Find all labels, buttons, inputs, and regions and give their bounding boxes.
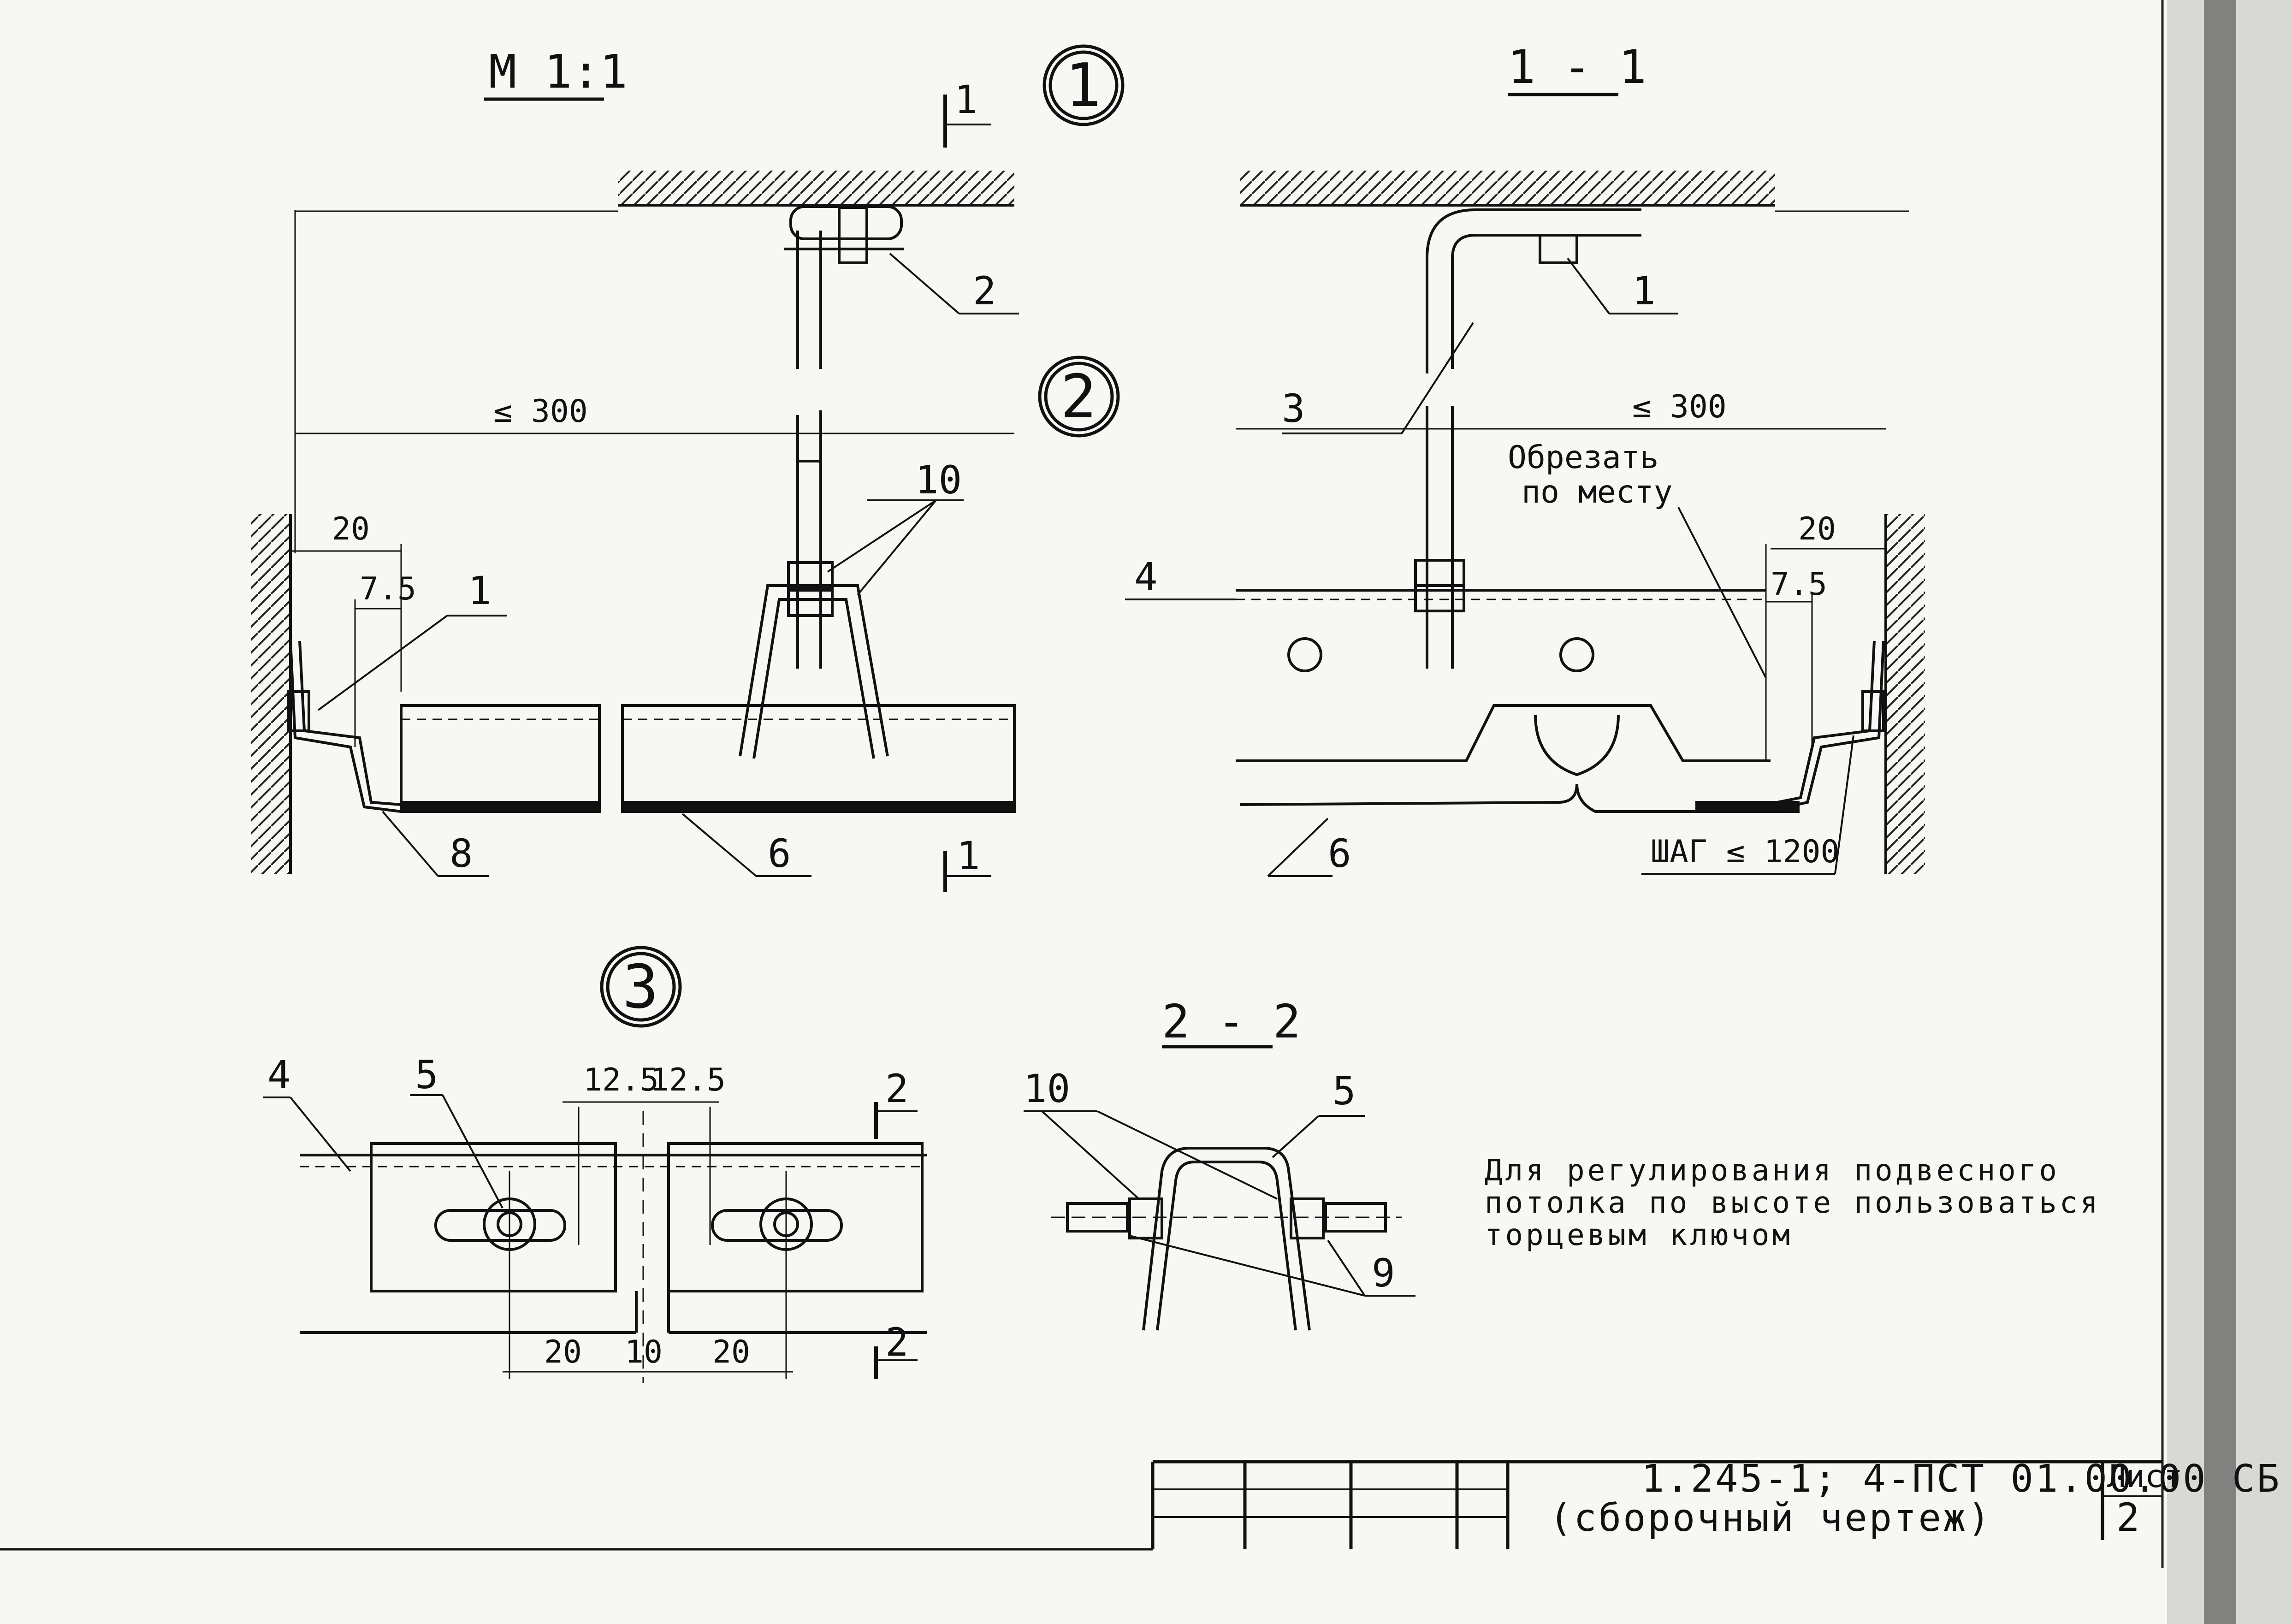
cut-mark-2-top: 2 — [885, 1066, 909, 1111]
title-block-sheet-label: Лист — [2107, 1458, 2183, 1495]
pos-6-view1: 6 — [768, 831, 791, 876]
view-marker-3: 3 — [622, 952, 658, 1022]
pos-2-view1: 2 — [973, 268, 996, 314]
view-3 — [263, 1094, 927, 1383]
dim-20-left: 20 — [332, 511, 370, 547]
cut-mark-1-top: 1 — [954, 77, 978, 122]
dim-max-span-right: ≤ 300 — [1632, 389, 1727, 425]
view-marker-2: 2 — [1060, 362, 1096, 432]
dim-max-span-left: ≤ 300 — [493, 393, 588, 430]
pos-5-view22: 5 — [1333, 1068, 1356, 1114]
section-2-2-title: 2 - 2 — [1162, 995, 1301, 1049]
title-block-code: 1.245-1; 4-ПСТ 01.00.00 СБ — [1641, 1457, 2281, 1501]
note-step: ШАГ ≤ 1200 — [1651, 834, 1839, 870]
dim-10-bottom: 10 — [625, 1334, 663, 1370]
view-markers — [600, 44, 1125, 1028]
title-block — [0, 1460, 2162, 1551]
cut-mark-2-bottom: 2 — [885, 1320, 909, 1365]
pos-10-view22: 10 — [1024, 1066, 1070, 1111]
pos-6-view11: 6 — [1328, 831, 1351, 876]
dim-125-b: 12.5 — [650, 1062, 726, 1098]
pos-5-view3: 5 — [415, 1052, 438, 1097]
pos-10-view1: 10 — [915, 457, 962, 503]
scale-label: М 1:1 — [489, 45, 628, 99]
dim-75-left: 7.5 — [360, 571, 416, 607]
view-1-1 — [1125, 93, 1925, 877]
dim-75-right: 7.5 — [1771, 566, 1827, 603]
pos-1-view1: 1 — [468, 568, 492, 613]
note-adjust-1: Для регулирования подвесного — [1485, 1154, 2060, 1188]
dim-20-bottom-a: 20 — [544, 1334, 582, 1370]
scan-edge-dark — [2204, 0, 2236, 1624]
pos-4-view11: 4 — [1134, 554, 1158, 599]
view-marker-1: 1 — [1065, 50, 1101, 120]
pos-3-view11: 3 — [1282, 386, 1305, 431]
pos-4-view3: 4 — [267, 1052, 291, 1097]
pos-1-view11: 1 — [1632, 268, 1656, 314]
dim-20-bottom-b: 20 — [712, 1334, 750, 1370]
note-cut-in-place-1: Обрезать — [1508, 439, 1659, 476]
section-1-1-title: 1 - 1 — [1508, 40, 1646, 94]
note-adjust-3: торцевым ключом — [1485, 1218, 1793, 1252]
dim-20-right: 20 — [1798, 511, 1836, 547]
note-adjust-2: потолка по высоте пользоваться — [1485, 1186, 2101, 1220]
pos-9-view22: 9 — [1372, 1251, 1395, 1296]
view-1 — [251, 95, 1019, 892]
cut-mark-1-bottom: 1 — [957, 833, 980, 878]
view-2-2 — [1024, 1045, 1415, 1331]
title-block-name: (сборочный чертеж) — [1549, 1496, 1992, 1540]
pos-8-view1: 8 — [450, 831, 473, 876]
title-block-sheet-number: 2 — [2116, 1495, 2140, 1540]
note-cut-in-place-2: по месту — [1522, 474, 1673, 510]
dim-125-a: 12.5 — [583, 1062, 659, 1098]
